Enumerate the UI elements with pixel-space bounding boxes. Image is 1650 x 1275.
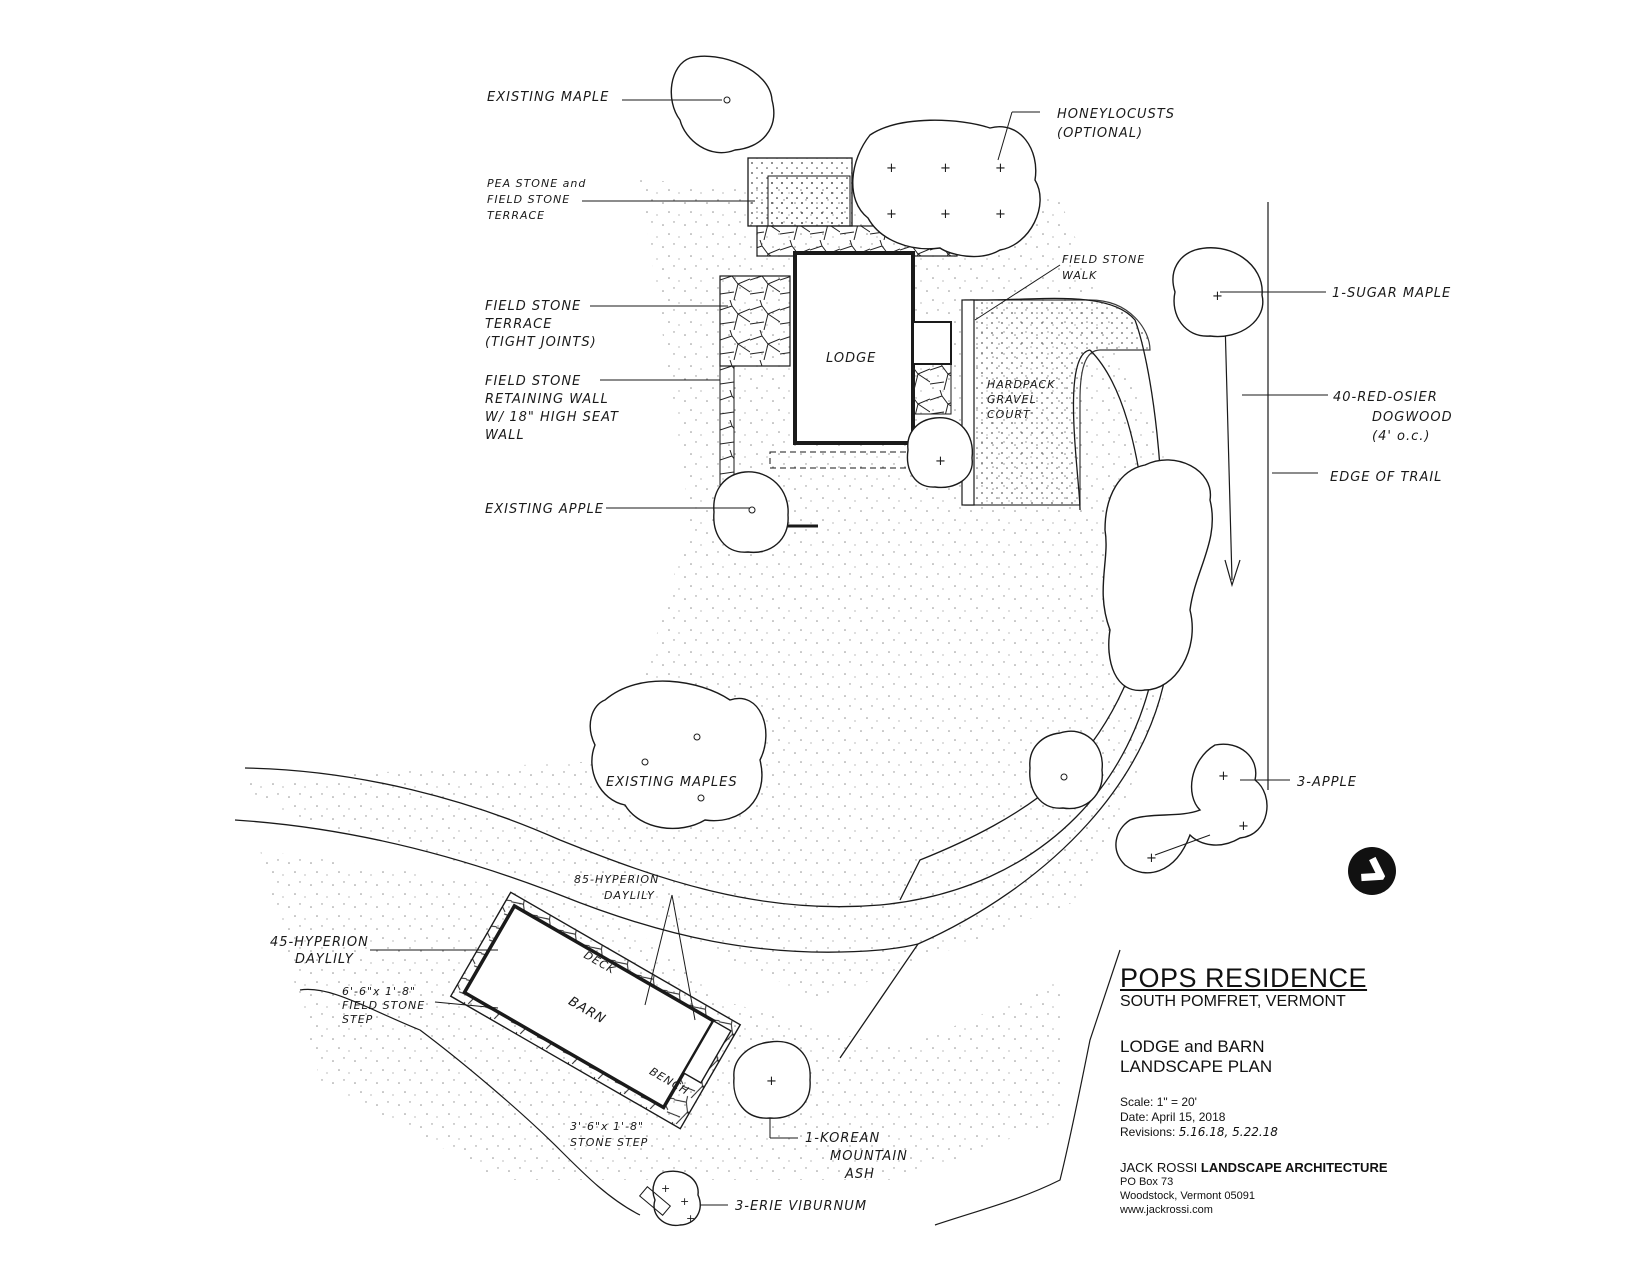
title-block: POPS RESIDENCE SOUTH POMFRET, VERMONT LO… xyxy=(1098,935,1428,1216)
revisions-label: Revisions: xyxy=(1120,1125,1176,1139)
svg-text:+: + xyxy=(680,1195,690,1208)
label-dogwood-2: DOGWOOD xyxy=(1372,410,1453,425)
barn-building: BARN DECK BENCH xyxy=(449,891,742,1130)
tree-existing-maples xyxy=(589,680,767,830)
label-mountain-ash-1: 1-KOREAN xyxy=(805,1131,880,1146)
label-retaining-3: W/ 18" HIGH SEAT xyxy=(485,410,619,425)
label-pea-stone-1: PEA STONE and xyxy=(487,177,586,190)
svg-text:+: + xyxy=(940,161,952,176)
firm-name-plain: JACK ROSSI xyxy=(1120,1160,1198,1175)
revisions-row: Revisions: 5.16.18, 5.22.18 xyxy=(1120,1125,1428,1140)
lodge-label: LODGE xyxy=(826,351,876,366)
address-line2: Woodstock, Vermont 05091 xyxy=(1120,1190,1255,1202)
label-dogwood-1: 40-RED-OSIER xyxy=(1333,390,1438,405)
label-existing-apple: EXISTING APPLE xyxy=(485,502,604,517)
date-row: Date: April 15, 2018 xyxy=(1120,1110,1428,1125)
tree-existing-maple xyxy=(670,55,775,154)
label-hardpack-1: HARDPACK xyxy=(987,378,1055,391)
project-title: POPS RESIDENCE xyxy=(1120,963,1368,993)
label-honeylocusts-2: (OPTIONAL) xyxy=(1057,126,1143,141)
svg-text:+: + xyxy=(886,161,898,176)
label-terrace-3: (TIGHT JOINTS) xyxy=(485,335,597,350)
plan-title-line2: LANDSCAPE PLAN xyxy=(1120,1057,1273,1076)
label-field-stone-walk-1: FIELD STONE xyxy=(1062,253,1145,266)
label-daylily-85-2: DAYLILY xyxy=(604,889,655,902)
label-mountain-ash-2: MOUNTAIN xyxy=(830,1149,908,1164)
scale-row: Scale: 1" = 20' xyxy=(1120,1095,1428,1110)
svg-text:+: + xyxy=(995,207,1007,222)
tree-drive-island xyxy=(1029,730,1103,810)
label-field-stone-walk-2: WALK xyxy=(1062,269,1097,282)
plan-title-line1: LODGE and BARN xyxy=(1120,1037,1265,1056)
label-pea-stone-3: TERRACE xyxy=(487,209,545,222)
label-sugar-maple: 1-SUGAR MAPLE xyxy=(1332,286,1451,301)
north-arrow-icon xyxy=(1348,847,1396,895)
tree-honeylocusts: + + + + + + xyxy=(852,119,1041,258)
address-line1: PO Box 73 xyxy=(1120,1176,1174,1188)
label-daylily-45-2: DAYLILY xyxy=(295,952,354,967)
tree-apples-three: + + + xyxy=(1115,743,1268,874)
tree-sugar-maple: + xyxy=(1172,247,1264,338)
label-terrace-2: TERRACE xyxy=(485,317,552,332)
label-daylily-85-1: 85-HYPERION xyxy=(574,873,659,886)
label-existing-maples: EXISTING MAPLES xyxy=(606,775,738,790)
label-retaining-4: WALL xyxy=(485,428,525,443)
svg-text:+: + xyxy=(1238,819,1250,834)
label-honeylocusts-1: HONEYLOCUSTS xyxy=(1057,107,1175,122)
trail-edge xyxy=(1224,202,1269,790)
label-existing-maple: EXISTING MAPLE xyxy=(487,90,609,105)
date-label: Date: xyxy=(1120,1110,1149,1124)
svg-text:+: + xyxy=(661,1182,671,1195)
label-terrace-1: FIELD STONE xyxy=(485,299,581,314)
tree-korean-mountain-ash: + xyxy=(733,1040,811,1119)
label-hardpack-2: GRAVEL xyxy=(987,393,1037,406)
svg-text:+: + xyxy=(1146,851,1158,866)
scale-label: Scale: xyxy=(1120,1095,1154,1109)
tree-erie-viburnum: + + + xyxy=(638,1170,701,1227)
label-stone-step-2: STONE STEP xyxy=(570,1136,648,1149)
woodland-edge xyxy=(299,949,1121,1226)
date-value: April 15, 2018 xyxy=(1151,1110,1226,1124)
label-3-apple: 3-APPLE xyxy=(1297,775,1357,790)
firm-name-bold: LANDSCAPE ARCHITECTURE xyxy=(1200,1160,1388,1175)
firm-name: JACK ROSSI LANDSCAPE ARCHITECTURE xyxy=(1120,1160,1428,1175)
tree-existing-apple xyxy=(713,471,789,554)
svg-text:+: + xyxy=(1218,769,1230,784)
revisions-value: 5.16.18, 5.22.18 xyxy=(1178,1125,1278,1139)
label-field-step-1: 6'-6"x 1'-8" xyxy=(342,985,416,998)
svg-text:+: + xyxy=(886,207,898,222)
svg-text:+: + xyxy=(935,454,947,469)
svg-text:+: + xyxy=(995,161,1007,176)
label-edge-of-trail: EDGE OF TRAIL xyxy=(1330,470,1442,485)
label-retaining-2: RETAINING WALL xyxy=(485,392,609,407)
label-stone-step-1: 3'-6"x 1'-8" xyxy=(570,1120,644,1133)
svg-text:+: + xyxy=(940,207,952,222)
label-pea-stone-2: FIELD STONE xyxy=(487,193,570,206)
label-hardpack-3: COURT xyxy=(987,408,1031,421)
website: www.jackrossi.com xyxy=(1120,1204,1213,1216)
plan-annotations: EXISTING MAPLE HONEYLOCUSTS (OPTIONAL) P… xyxy=(270,90,1453,1214)
label-viburnum: 3-ERIE VIBURNUM xyxy=(735,1199,867,1214)
label-field-step-3: STEP xyxy=(342,1013,373,1026)
svg-text:+: + xyxy=(1212,289,1224,304)
label-daylily-45-1: 45-HYPERION xyxy=(270,935,369,950)
label-field-step-2: FIELD STONE xyxy=(342,999,425,1012)
leader-lines xyxy=(370,99,1328,1206)
tree-dogwood-mass xyxy=(1102,459,1214,692)
label-retaining-1: FIELD STONE xyxy=(485,374,581,389)
lodge-building: LODGE xyxy=(719,157,961,528)
label-mountain-ash-3: ASH xyxy=(844,1167,875,1182)
tree-lodge-corner: + xyxy=(906,417,974,489)
svg-text:+: + xyxy=(686,1212,696,1225)
label-dogwood-3: (4' o.c.) xyxy=(1372,429,1431,444)
scale-value: 1" = 20' xyxy=(1156,1095,1197,1109)
project-location: SOUTH POMFRET, VERMONT xyxy=(1120,993,1346,1010)
svg-text:+: + xyxy=(766,1074,778,1089)
